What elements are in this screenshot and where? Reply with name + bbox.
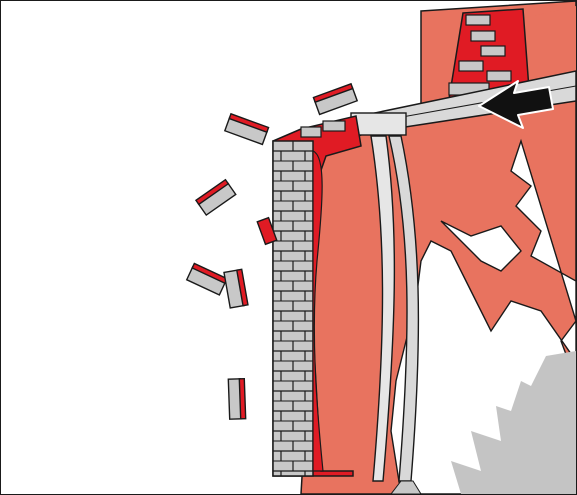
flying-brick <box>187 263 227 295</box>
flying-brick <box>196 180 236 215</box>
flying-brick <box>313 84 357 115</box>
flying-brick <box>224 269 248 308</box>
flying-brick <box>225 114 269 145</box>
flying-brick <box>228 379 245 420</box>
